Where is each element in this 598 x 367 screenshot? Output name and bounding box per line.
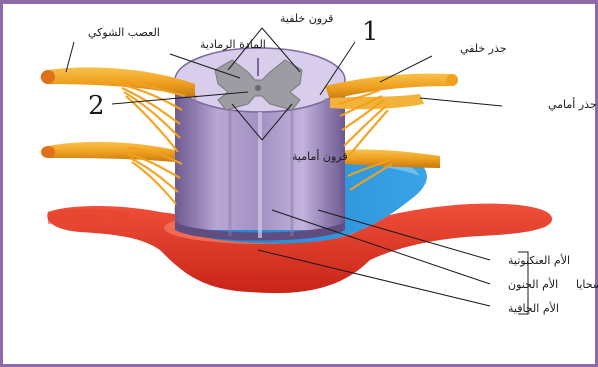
label-anterior-horns: قرون أمامية xyxy=(292,149,348,163)
spinal-cord xyxy=(175,48,345,241)
label-arachnoid: الأم العنكبوتية xyxy=(508,253,570,267)
marker-2: 2 xyxy=(88,91,105,121)
label-dura-mater: الأم الجافية xyxy=(508,301,559,315)
label-grey-matter: المادة الرمادية xyxy=(200,38,266,51)
label-pia-mater: الأم الحنون xyxy=(508,277,558,291)
label-spinal-nerve: العصب الشوكي xyxy=(88,26,160,39)
label-anterior-root: جذر أمامي xyxy=(548,97,597,111)
label-posterior-horns: قرون خلفية xyxy=(280,12,333,25)
label-meninges: السحايا xyxy=(576,278,598,291)
marker-1: 1 xyxy=(362,17,379,47)
label-posterior-root: جذر خلفي xyxy=(460,42,507,55)
